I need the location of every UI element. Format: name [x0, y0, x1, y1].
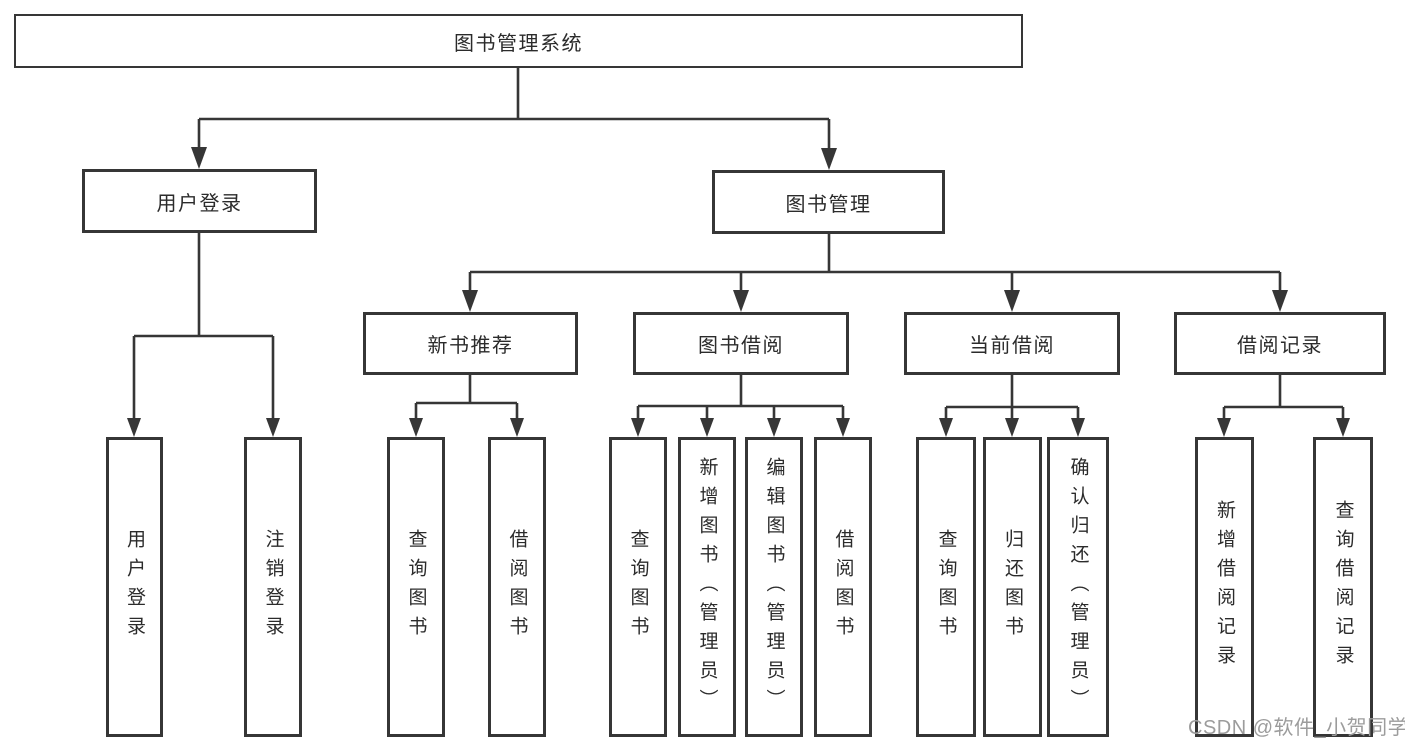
leaf-current-query-books-label: 查询图书 — [935, 529, 957, 645]
leaf-current-confirm-return-admin-label: 确认归还（管理员） — [1067, 456, 1089, 718]
watermark: CSDN @软件_小贺同学 — [1188, 717, 1405, 739]
leaf-newbook-query-books-label: 查询图书 — [405, 529, 427, 645]
leaf-borrow-add-books-admin: 新增图书（管理员） — [678, 437, 736, 737]
leaf-borrow-borrow-books-label: 借阅图书 — [832, 529, 854, 645]
leaf-current-query-books: 查询图书 — [916, 437, 976, 737]
leaf-borrow-borrow-books: 借阅图书 — [814, 437, 872, 737]
leaf-records-query-record-label: 查询借阅记录 — [1332, 500, 1354, 674]
leaf-borrow-edit-books-admin: 编辑图书（管理员） — [745, 437, 803, 737]
node-current-borrowing: 当前借阅 — [904, 312, 1120, 375]
node-borrowing-records-label: 借阅记录 — [1237, 335, 1323, 357]
node-user-login-label: 用户登录 — [156, 192, 243, 215]
node-root: 图书管理系统 — [14, 14, 1023, 68]
leaf-borrow-add-books-admin-label: 新增图书（管理员） — [696, 456, 718, 718]
leaf-current-return-books: 归还图书 — [983, 437, 1042, 737]
node-new-book-recommend: 新书推荐 — [363, 312, 578, 375]
node-borrowing-records: 借阅记录 — [1174, 312, 1386, 375]
leaf-logout: 注销登录 — [244, 437, 302, 737]
node-book-borrowing: 图书借阅 — [633, 312, 849, 375]
leaf-user-login-label: 用户登录 — [124, 529, 145, 645]
leaf-records-add-record: 新增借阅记录 — [1195, 437, 1254, 737]
leaf-records-add-record-label: 新增借阅记录 — [1214, 500, 1235, 674]
leaf-current-confirm-return-admin: 确认归还（管理员） — [1047, 437, 1109, 737]
node-book-borrowing-label: 图书借阅 — [698, 335, 784, 357]
leaf-newbook-borrow-books: 借阅图书 — [488, 437, 546, 737]
leaf-borrow-query-books-label: 查询图书 — [627, 529, 649, 645]
leaf-user-login: 用户登录 — [106, 437, 163, 737]
leaf-borrow-edit-books-admin-label: 编辑图书（管理员） — [763, 456, 785, 718]
leaf-borrow-query-books: 查询图书 — [609, 437, 667, 737]
leaf-newbook-borrow-books-label: 借阅图书 — [506, 529, 528, 645]
node-book-management-label: 图书管理 — [785, 193, 872, 216]
leaf-current-return-books-label: 归还图书 — [1002, 529, 1023, 645]
node-current-borrowing-label: 当前借阅 — [969, 335, 1055, 357]
leaf-newbook-query-books: 查询图书 — [387, 437, 445, 737]
node-book-management: 图书管理 — [712, 170, 945, 234]
leaf-records-query-record: 查询借阅记录 — [1313, 437, 1373, 737]
node-new-book-recommend-label: 新书推荐 — [427, 335, 514, 357]
node-root-label: 图书管理系统 — [454, 32, 583, 55]
leaf-logout-label: 注销登录 — [262, 529, 284, 645]
node-user-login: 用户登录 — [82, 169, 317, 233]
